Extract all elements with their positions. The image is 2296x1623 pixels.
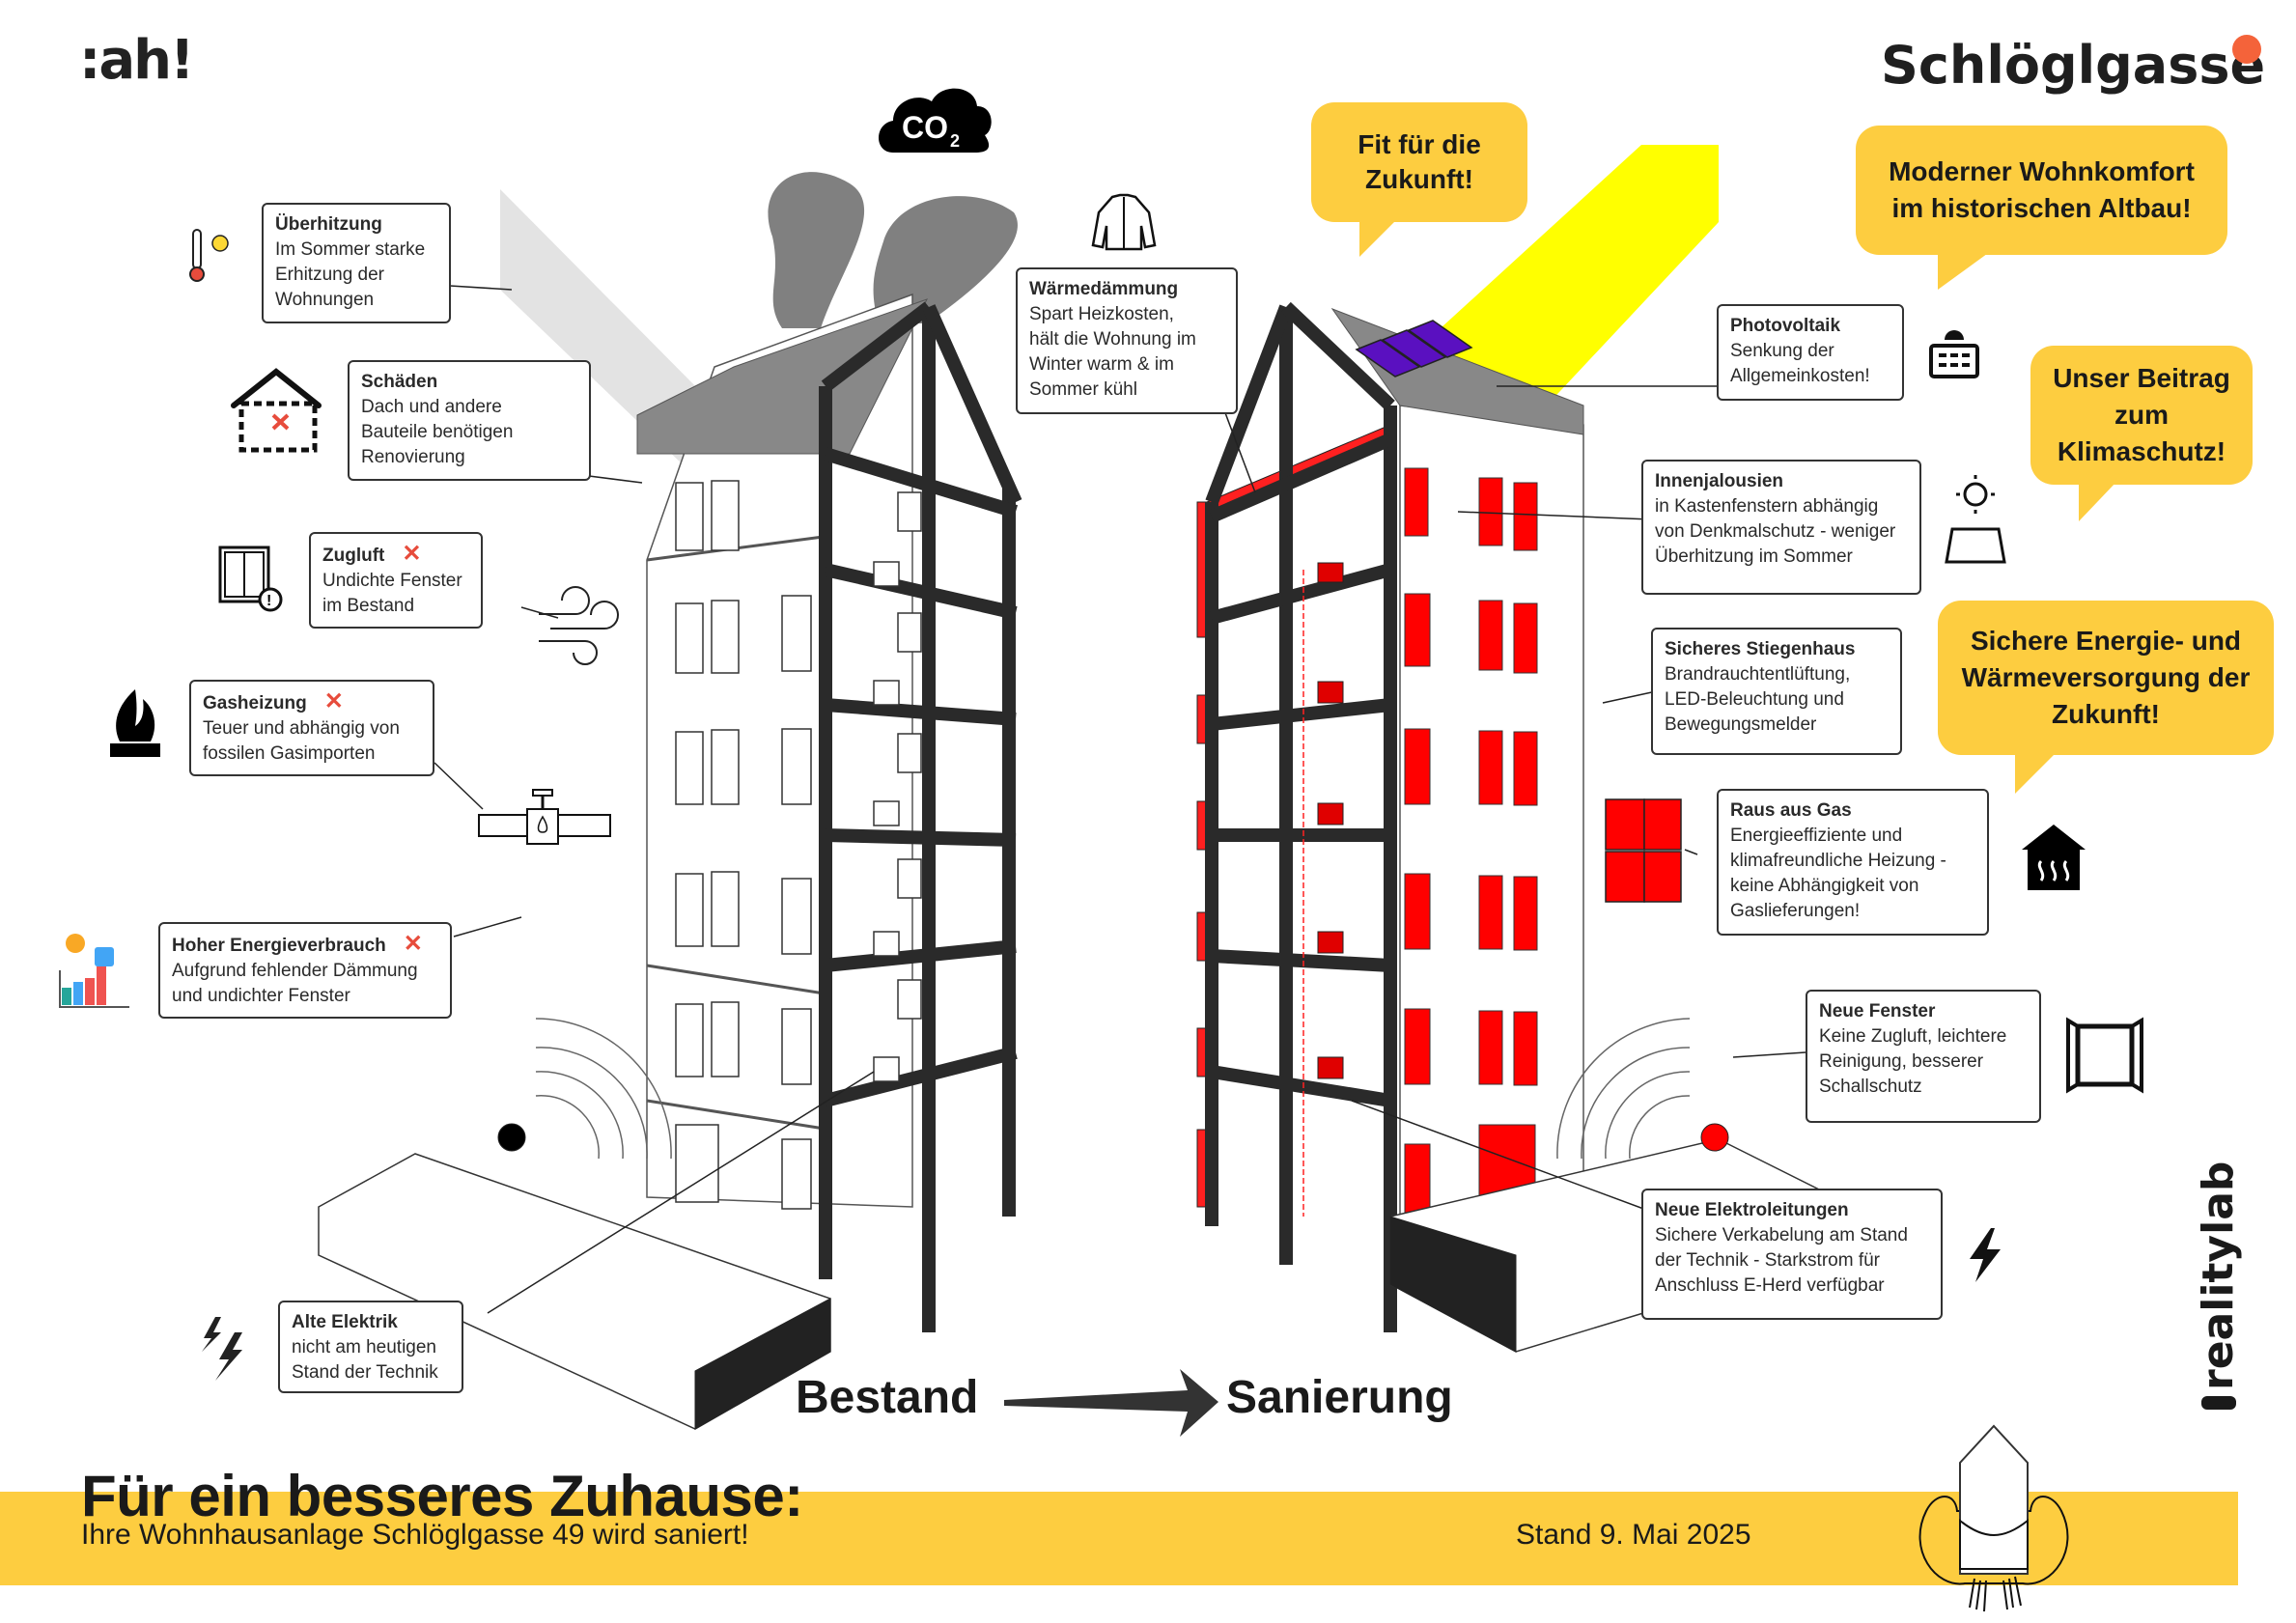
callout-body: Dach und andere Bauteile benötigen Renov…	[361, 397, 514, 467]
solar-panels	[1355, 320, 1473, 378]
bubble-klima: Unser Beitrag zum Klimaschutz!	[2030, 346, 2253, 521]
open-window-icon	[2066, 1017, 2143, 1094]
callout-energieverbrauch: Hoher Energieverbrauch ✕ Aufgrund fehlend…	[158, 922, 452, 1019]
callout-title: Sicheres Stiegenhaus	[1665, 639, 1856, 659]
bubble-fit-text: Fit für die Zukunft!	[1358, 129, 1481, 194]
callout-gasheizung: Gasheizung ✕ Teuer und abhängig von fossi…	[189, 680, 434, 776]
callout-waermedaemmung: Wärmedämmung Spart Heizkosten, hält die …	[1016, 267, 1238, 414]
solar-panel-icon	[1927, 319, 1981, 380]
bubble-tail	[1359, 218, 1398, 257]
callout-body: Teuer und abhängig von fossilen Gasimpor…	[203, 718, 400, 764]
damaged-house-icon	[230, 367, 326, 454]
callout-elektroleitungen: Neue Elektroleitungen Sichere Verkabelun…	[1641, 1189, 1943, 1320]
bubble-fit: Fit für die Zukunft!	[1311, 102, 1527, 257]
sun-awning-icon	[1941, 473, 2010, 570]
bubble-komfort-text: Moderner Wohnkomfort im historischen Alt…	[1889, 156, 2195, 223]
building-sanierung	[1196, 301, 1835, 1353]
flow-arrow	[1004, 1369, 1218, 1437]
callout-body: Aufgrund fehlender Dämmung und undichter…	[172, 961, 418, 1006]
heated-house-icon	[2020, 823, 2087, 892]
wind-icon	[537, 585, 624, 666]
callout-schaeden: Schäden Dach und andere Bauteile benötig…	[348, 360, 591, 481]
jacket-icon	[1091, 193, 1157, 251]
callout-ueberhitzung: Überhitzung Im Sommer starke Erhitzung d…	[262, 203, 451, 323]
thermometer-sun-icon	[189, 228, 236, 286]
energy-chart-icon	[56, 932, 133, 1009]
gas-valve-icon	[477, 789, 612, 848]
sun-beam-sanierung	[1410, 145, 1719, 425]
callout-body: Keine Zugluft, leichtere Reinigung, bess…	[1819, 1026, 2007, 1097]
callout-title: Alte Elektrik	[292, 1312, 398, 1332]
callout-title: Hoher Energieverbrauch	[172, 936, 386, 956]
callout-body: Undichte Fenster im Bestand	[322, 571, 462, 616]
callout-zugluft: Zugluft ✕ Undichte Fenster im Bestand	[309, 532, 483, 629]
callout-photovoltaik: Photovoltaik Senkung der Allgemeinkosten…	[1717, 304, 1904, 401]
scarf-house-icon	[1917, 1414, 2071, 1617]
co2-label: CO	[902, 110, 948, 145]
callout-title: Photovoltaik	[1730, 316, 1841, 336]
callout-title: Raus aus Gas	[1730, 800, 1852, 821]
noise-source-dot	[497, 1123, 526, 1152]
callout-body: Brandrauchtentlüftung, LED-Beleuchtung u…	[1665, 664, 1851, 735]
callout-title: Neue Fenster	[1819, 1001, 1936, 1021]
callout-body: Senkung der Allgemeinkosten!	[1730, 341, 1870, 386]
callout-innenjalousien: Innenjalousien in Kastenfenstern abhängi…	[1641, 460, 1921, 595]
bubble-komfort: Moderner Wohnkomfort im historischen Alt…	[1856, 126, 2227, 290]
callout-title: Überhitzung	[275, 214, 382, 235]
page-title: Schlöglgasse	[1881, 35, 2266, 96]
callout-title: Wärmedämmung	[1029, 279, 1179, 299]
callout-title: Gasheizung	[203, 693, 307, 714]
callout-alte-elektrik: Alte Elektrik nicht am heutigen Stand de…	[278, 1301, 463, 1393]
flow-label-bestand: Bestand	[796, 1372, 979, 1423]
bubble-tail	[2079, 481, 2117, 521]
noise-source-dot-red	[1700, 1123, 1729, 1152]
footer-subline: Ihre Wohnhausanlage Schlöglgasse 49 wird…	[81, 1519, 749, 1551]
callout-title: Schäden	[361, 372, 438, 392]
footer-band	[0, 1492, 2238, 1585]
negative-x-icon: ✕	[402, 541, 422, 567]
callout-title: Innenjalousien	[1655, 471, 1784, 491]
callout-body: Energieeffiziente und klimafreundliche H…	[1730, 825, 1946, 921]
callout-raus-aus-gas: Raus aus Gas Energieeffiziente und klima…	[1717, 789, 1989, 936]
callout-body: in Kastenfenstern abhängig von Denkmalsc…	[1655, 496, 1896, 567]
callout-body: Spart Heizkosten, hält die Wohnung im Wi…	[1029, 304, 1196, 400]
callout-neue-fenster: Neue Fenster Keine Zugluft, leichtere Re…	[1806, 990, 2041, 1123]
flow-label-sanierung: Sanierung	[1226, 1372, 1453, 1423]
heat-pump-unit	[1605, 798, 1682, 903]
callout-title: Zugluft	[322, 546, 385, 566]
footer-headline: Für ein besseres Zuhause:	[81, 1464, 803, 1528]
gas-flame-icon	[108, 687, 162, 761]
lightning-icon	[1966, 1226, 2004, 1284]
lightning-pair-icon	[198, 1315, 256, 1383]
smoke-cloud	[873, 196, 1018, 323]
callout-stiegenhaus: Sicheres Stiegenhaus Brandrauchtentlüftu…	[1651, 628, 1902, 755]
bubble-klima-text: Unser Beitrag zum Klimaschutz!	[2053, 363, 2230, 466]
negative-x-icon: ✕	[403, 931, 423, 957]
callout-body: Im Sommer starke Erhitzung der Wohnungen	[275, 239, 426, 310]
ah-logo: :ah!	[79, 29, 195, 92]
co2-cloud-icon: CO 2	[879, 88, 992, 153]
bubble-energie: Sichere Energie- und Wärmeversorgung der…	[1938, 601, 2274, 794]
broken-window-icon: !	[216, 544, 286, 613]
footer-date: Stand 9. Mai 2025	[1516, 1519, 1751, 1551]
smoke-cloud	[768, 172, 865, 328]
bubble-energie-text: Sichere Energie- und Wärmeversorgung der…	[1961, 626, 2251, 729]
negative-x-icon: ✕	[323, 688, 344, 714]
callout-title: Neue Elektroleitungen	[1655, 1200, 1849, 1220]
co2-sub: 2	[950, 131, 960, 151]
svg-text:!: !	[266, 593, 271, 609]
accent-dot	[2232, 35, 2261, 64]
callout-body: nicht am heutigen Stand der Technik	[292, 1337, 438, 1383]
building-bestand	[318, 293, 1022, 1430]
callout-body: Sichere Verkabelung am Stand der Technik…	[1655, 1225, 1908, 1296]
bubble-tail	[1938, 251, 1991, 290]
bubble-tail	[2015, 750, 2058, 794]
